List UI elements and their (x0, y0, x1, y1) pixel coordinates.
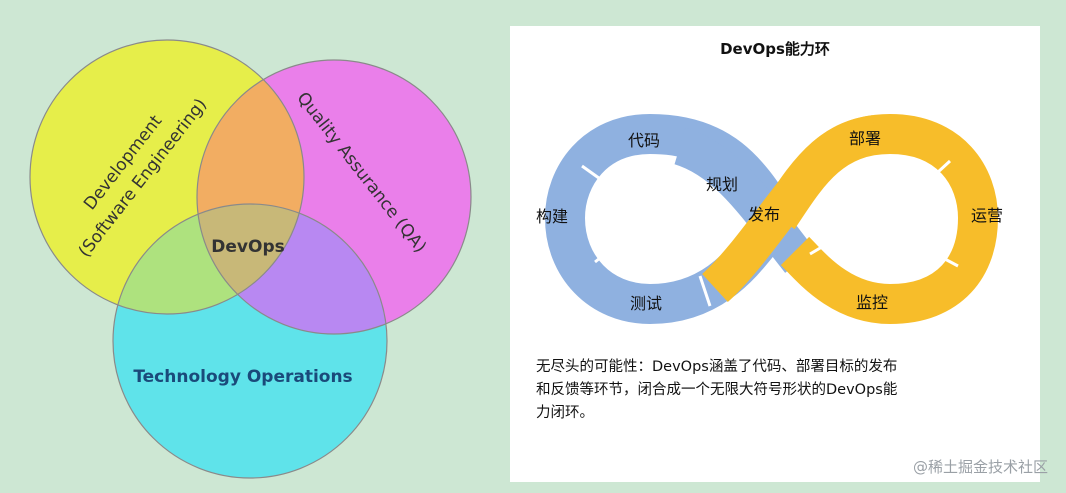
monitor-label: 监控 (856, 293, 888, 312)
watermark: @稀土掘金技术社区 (912, 458, 1048, 476)
description: 无尽头的可能性：DevOps涵盖了代码、部署目标的发布 和反馈等环节，闭合成一个… (536, 356, 1006, 425)
description-line: 无尽头的可能性：DevOps涵盖了代码、部署目标的发布 (536, 359, 898, 375)
release-label: 发布 (748, 205, 780, 224)
deploy-label: 部署 (849, 129, 881, 148)
description-line: 力闭环。 (536, 405, 594, 421)
orange-right-loop (701, 113, 999, 325)
test-label: 测试 (630, 294, 662, 313)
operate-label: 运营 (971, 206, 1003, 225)
devops-venn-diagram: Development (Software Engineering) Quali… (29, 39, 472, 479)
panel-title: DevOps能力环 (720, 40, 830, 58)
infinity-loop-diagram: 代码 规划 构建 测试 发布 部署 运营 监控 (536, 113, 1003, 325)
description-line: 和反馈等环节，闭合成一个无限大符号形状的DevOps能 (536, 382, 898, 398)
blue-left-loop (544, 113, 815, 325)
dev-ops-overlap (113, 204, 304, 314)
build-label: 构建 (536, 207, 568, 226)
qa-ops-overlap (197, 204, 387, 334)
devops-loop-panel: DevOps能力环 代码 规划 构建 测试 (510, 26, 1040, 482)
devops-center-label: DevOps (211, 237, 284, 257)
code-label: 代码 (628, 131, 660, 150)
plan-label: 规划 (706, 175, 738, 194)
operations-label: Technology Operations (133, 367, 352, 387)
